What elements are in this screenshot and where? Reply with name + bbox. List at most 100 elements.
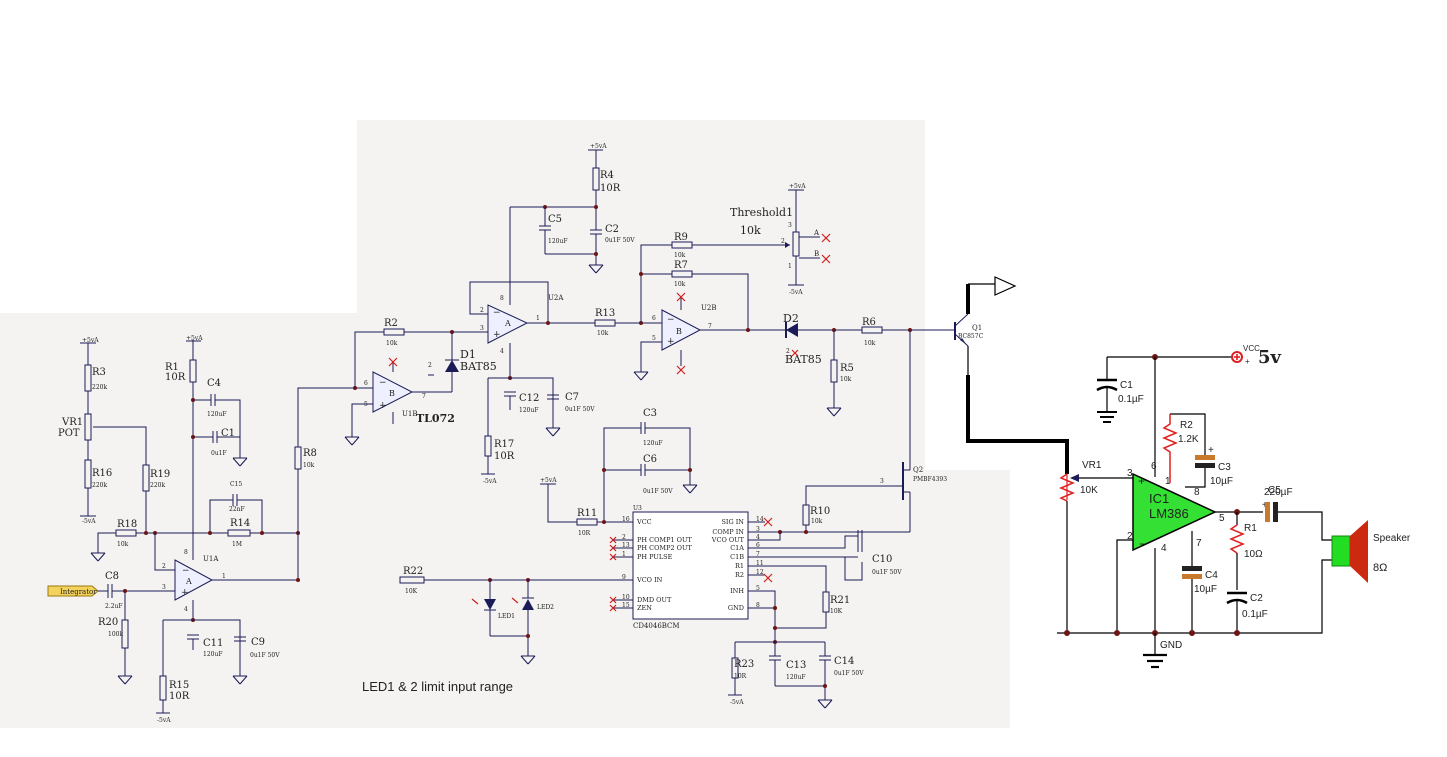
- u3-pin-name: R1: [735, 562, 744, 570]
- u3-pin-name: VCC: [636, 518, 652, 526]
- svg-text:7: 7: [708, 323, 712, 330]
- c12-ref: C12: [519, 393, 539, 404]
- led1-ref: LED1: [498, 613, 515, 620]
- rr1-value: 10Ω: [1244, 549, 1263, 560]
- lm386-amplifier: VCC + 5v C1 0.1µF 6 R2 1.2K 1 + C3 10µF …: [1057, 344, 1411, 669]
- r10-ref: R10: [810, 506, 830, 517]
- u3-pin-number: 15: [622, 602, 630, 609]
- u3-pin-name: PH COMP1 OUT: [637, 536, 692, 544]
- svg-text:+5vA: +5vA: [540, 477, 557, 484]
- r6-value: 10k: [864, 340, 876, 347]
- rc5-ref: C5: [1268, 485, 1281, 496]
- u2a-ref: U2A: [548, 294, 564, 302]
- svg-text:−: −: [1139, 537, 1146, 551]
- c15-ref: C15: [230, 481, 242, 488]
- u3-pin-name: COMP IN: [712, 528, 744, 536]
- r23-value: 10R: [734, 673, 747, 680]
- c11-value: 120uF: [203, 651, 222, 658]
- u1b-value: TL072: [416, 412, 455, 425]
- sheet-background: [0, 120, 1010, 728]
- u2a-top-supply: +5vA R4 10R C5 120uF C2 0u1F 50V: [510, 143, 635, 274]
- u2a-stage: − + A U2A 2 3 1 8 4: [469, 207, 595, 378]
- c5-value: 120uF: [548, 238, 567, 245]
- gnd-label: GND: [1160, 640, 1182, 651]
- svg-text:6: 6: [364, 380, 368, 387]
- lm386-ic-body: [1132, 472, 1217, 552]
- q1-output-connections: [966, 276, 1069, 474]
- threshold-value: 10k: [740, 224, 761, 237]
- capacitor-c8: C8 2.2uF: [98, 571, 175, 610]
- svg-text:2: 2: [786, 348, 790, 355]
- svg-text:−: −: [379, 378, 387, 388]
- q1-ref: Q1: [972, 324, 982, 332]
- r18-ref: R18: [117, 519, 137, 530]
- svg-text:2: 2: [781, 238, 785, 245]
- c2-ref: C2: [605, 224, 619, 235]
- r11-ref: R11: [577, 508, 597, 519]
- svg-text:B: B: [389, 389, 395, 398]
- u3-pin-number: 13: [622, 542, 630, 549]
- transistor-q2: Q2 PMBF4393 3: [780, 330, 947, 533]
- r3-value: 220k: [92, 384, 107, 391]
- u1a-top-supply: +5vA R1 10R C4 120uF C1 0u1F: [165, 335, 248, 467]
- svg-text:+5vA: +5vA: [82, 337, 99, 344]
- svg-text:6: 6: [652, 315, 656, 322]
- u3-pin-number: 12: [756, 569, 764, 576]
- svg-text:B: B: [676, 327, 682, 336]
- u3-pin-name: C1B: [730, 553, 744, 561]
- svg-text:8: 8: [184, 549, 188, 556]
- r15-value: 10R: [169, 691, 190, 702]
- r7-ref: R7: [674, 260, 688, 271]
- c3-c6-network: C3 120uF C6 0u1F 50V +5vA R11 10R: [540, 408, 698, 537]
- svg-text:−: −: [182, 566, 190, 576]
- u3-pin-name: ZEN: [637, 604, 652, 612]
- rvr1-ref: VR1: [1082, 460, 1102, 471]
- c7-ref: C7: [565, 392, 579, 403]
- u3-pin-number: 11: [756, 560, 764, 567]
- c12-value: 120uF: [519, 407, 538, 414]
- r6-ref: R6: [862, 317, 876, 328]
- rc3-value: 10µF: [1210, 476, 1233, 487]
- u2a-bottom-supply: C12 120uF C7 0u1F 50V R17 10R -5vA: [481, 376, 595, 485]
- rc1-value: 0.1µF: [1118, 394, 1144, 405]
- integrator-label: Integrator: [60, 588, 97, 596]
- q1-value: BC857C: [958, 333, 984, 340]
- u3-pin-number: 3: [756, 526, 760, 533]
- r13-value: 10k: [597, 330, 609, 337]
- svg-text:2: 2: [428, 362, 432, 369]
- resistor-r20: R20 100k: [98, 589, 133, 685]
- svg-text:+: +: [1208, 445, 1214, 456]
- rc5-value: 220µF: [1264, 487, 1293, 498]
- transistor-q1: Q1 BC857C: [954, 313, 984, 347]
- c10-value: 0u1F 50V: [872, 569, 902, 576]
- svg-text:3: 3: [788, 222, 792, 229]
- diode-d1: D1 BAT85 2: [428, 332, 497, 392]
- vr1-ref: VR1: [61, 417, 83, 428]
- rr1-ref: R1: [1244, 523, 1257, 534]
- u1a-bottom-supply: C11 120uF C9 0u1F 50V R15 10R -5vA: [156, 618, 280, 724]
- svg-text:6: 6: [1151, 461, 1157, 472]
- no-connect-mark: [609, 544, 617, 552]
- r7-value: 10k: [674, 281, 686, 288]
- u3-pin-number: 1: [622, 551, 626, 558]
- svg-text:7: 7: [1196, 538, 1202, 549]
- resistor-r5: R5 10k: [826, 330, 854, 417]
- rc3-ref: C3: [1218, 462, 1231, 473]
- u3-pin-number: 7: [756, 551, 760, 558]
- rc2-ref: C2: [1250, 593, 1263, 604]
- c3-ref: C3: [643, 408, 657, 419]
- svg-text:A: A: [185, 577, 192, 586]
- r22-ref: R22: [403, 566, 423, 577]
- d2-value: BAT85: [785, 353, 822, 366]
- r23-ref: R23: [734, 659, 754, 670]
- u3-pin-number: 10: [622, 594, 630, 601]
- svg-text:1: 1: [1165, 476, 1171, 487]
- no-connect-mark: [609, 553, 617, 561]
- c2-value: 0u1F 50V: [605, 237, 635, 244]
- rc2-value: 0.1µF: [1242, 609, 1268, 620]
- r1-value: 10R: [165, 372, 186, 383]
- svg-text:-5vA: -5vA: [483, 478, 497, 485]
